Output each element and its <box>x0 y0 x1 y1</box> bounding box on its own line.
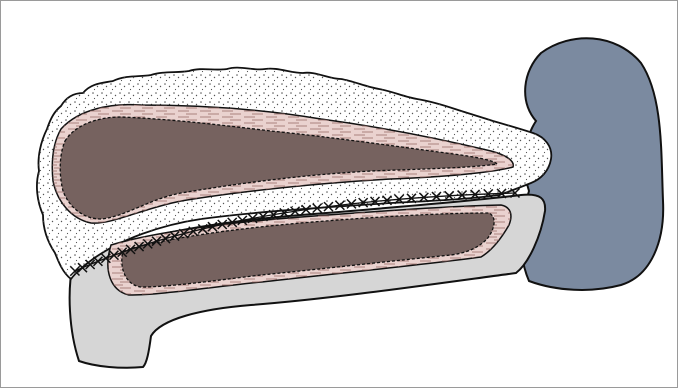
figure-frame <box>0 0 678 388</box>
anatomical-illustration <box>1 1 678 389</box>
